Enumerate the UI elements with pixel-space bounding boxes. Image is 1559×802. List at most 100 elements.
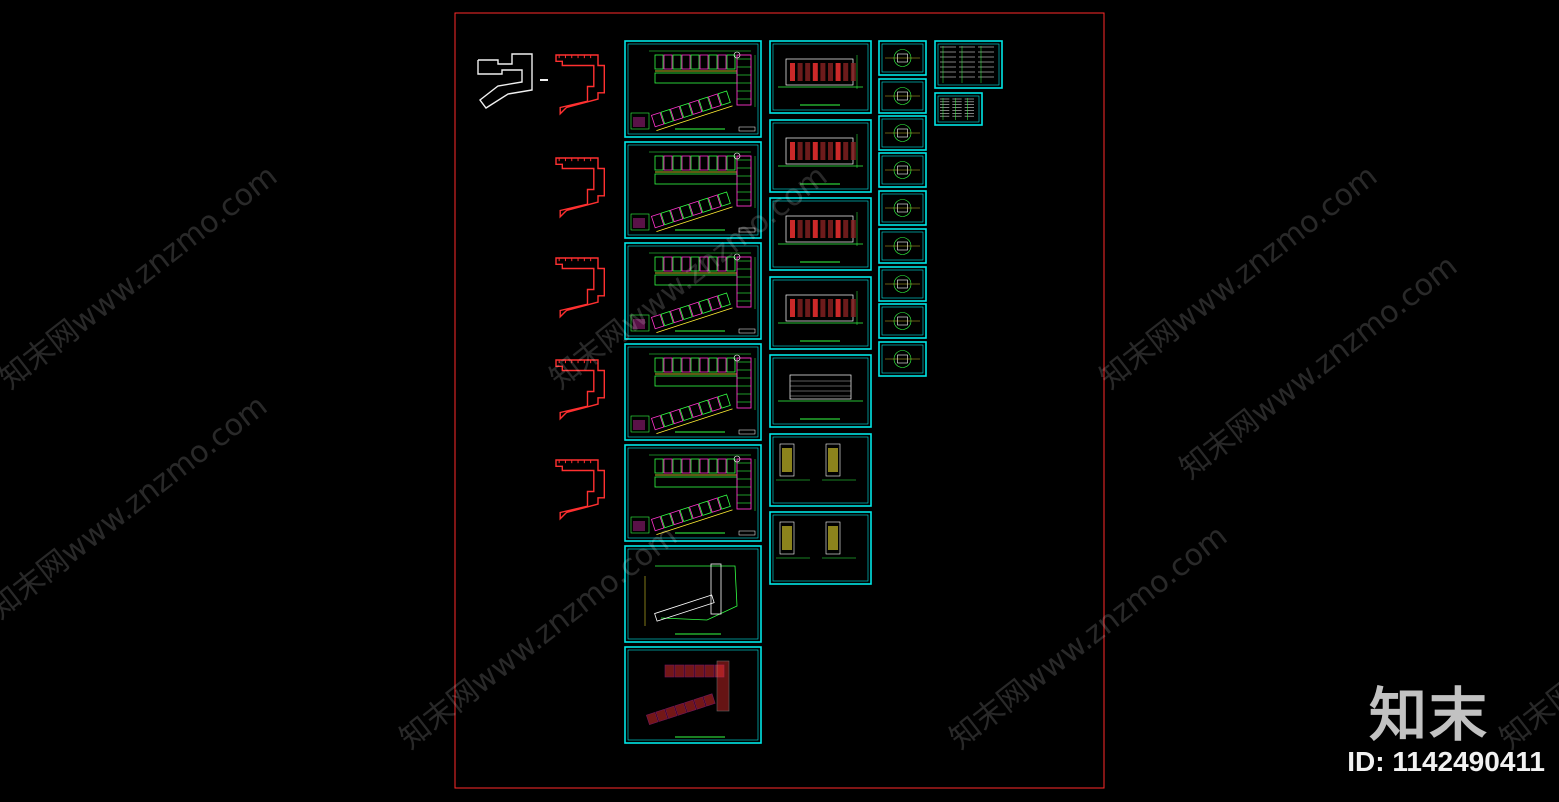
detail-c[interactable] bbox=[878, 115, 927, 151]
window-bay bbox=[835, 299, 841, 317]
detail-a-inner-frame bbox=[881, 43, 924, 73]
detail-d[interactable] bbox=[878, 152, 927, 188]
room bbox=[679, 203, 693, 220]
north-arrow bbox=[733, 354, 741, 362]
window-bay bbox=[797, 220, 803, 238]
floor-plan-2[interactable] bbox=[624, 141, 762, 239]
roof-bay bbox=[704, 664, 715, 678]
detail-a[interactable] bbox=[878, 40, 927, 76]
room bbox=[717, 256, 727, 272]
room bbox=[708, 295, 722, 311]
floor-plan-5-content bbox=[630, 454, 756, 536]
room bbox=[690, 54, 700, 70]
title-block bbox=[738, 227, 756, 233]
detail-g-inner-frame bbox=[881, 269, 924, 299]
room bbox=[690, 155, 700, 171]
room bbox=[681, 256, 691, 272]
room bbox=[663, 155, 673, 171]
window-bay bbox=[820, 142, 826, 160]
north-arrow bbox=[733, 51, 741, 59]
detail-h[interactable] bbox=[878, 303, 927, 339]
detail-i[interactable] bbox=[878, 341, 927, 377]
key-plan-fill bbox=[633, 117, 645, 127]
table-1-content bbox=[940, 46, 994, 83]
room bbox=[650, 516, 665, 532]
detail-c-content bbox=[885, 124, 920, 142]
room bbox=[654, 155, 664, 171]
floor-plan-sheets bbox=[624, 40, 762, 744]
key-plan bbox=[630, 314, 650, 332]
detail-i-content bbox=[885, 350, 920, 368]
elevation-2[interactable] bbox=[769, 119, 872, 193]
elevation-3-content bbox=[778, 212, 863, 263]
window-bay bbox=[828, 63, 833, 81]
building-outline-group bbox=[477, 53, 605, 521]
elevation-sheets bbox=[769, 40, 872, 585]
room bbox=[690, 357, 700, 373]
floor-plan-3-frame bbox=[624, 242, 762, 340]
section-1[interactable] bbox=[769, 354, 872, 428]
floor-plan-4-frame bbox=[624, 343, 762, 441]
table-2-frame bbox=[934, 92, 983, 126]
floor-plan-4[interactable] bbox=[624, 343, 762, 441]
room bbox=[672, 54, 682, 70]
window-bay bbox=[812, 220, 818, 238]
title-block bbox=[738, 429, 756, 435]
room bbox=[654, 458, 664, 474]
elevation-3[interactable] bbox=[769, 197, 872, 271]
elevation-2-inner-frame bbox=[772, 122, 869, 190]
elevation-1[interactable] bbox=[769, 40, 872, 114]
floor-outline-2-line bbox=[555, 157, 605, 219]
detail-g[interactable] bbox=[878, 266, 927, 302]
detail-e[interactable] bbox=[878, 190, 927, 226]
floor-plan-2-content bbox=[630, 151, 756, 233]
diagonal-wing bbox=[650, 393, 733, 434]
elevation-4[interactable] bbox=[769, 276, 872, 350]
table-2[interactable] bbox=[934, 92, 983, 126]
floor-plan-5[interactable] bbox=[624, 444, 762, 542]
room bbox=[717, 458, 727, 474]
site-plan[interactable] bbox=[624, 545, 762, 643]
roof-bay bbox=[655, 708, 668, 722]
floor-plan-3[interactable] bbox=[624, 242, 762, 340]
site-plan-content bbox=[644, 563, 738, 635]
detail-b[interactable] bbox=[878, 78, 927, 114]
room bbox=[650, 314, 665, 330]
roof-plan[interactable] bbox=[624, 646, 762, 744]
table-1[interactable] bbox=[934, 40, 1003, 89]
window-bay bbox=[850, 299, 856, 317]
site-plan-inner-frame bbox=[627, 548, 759, 640]
room bbox=[699, 54, 709, 70]
detail-h-inner-frame bbox=[881, 306, 924, 336]
room bbox=[717, 155, 727, 171]
detail-f[interactable] bbox=[878, 228, 927, 264]
room bbox=[699, 357, 709, 373]
detail-1[interactable] bbox=[769, 511, 872, 585]
detail-d-inner-frame bbox=[881, 155, 924, 185]
title-block bbox=[738, 530, 756, 536]
key-plan bbox=[630, 213, 650, 231]
room bbox=[663, 458, 673, 474]
room bbox=[681, 54, 691, 70]
stair-block bbox=[736, 256, 752, 308]
window-bay bbox=[790, 299, 795, 317]
room bbox=[689, 99, 703, 115]
floor-plan-2-frame bbox=[624, 141, 762, 239]
window-bay bbox=[790, 142, 795, 160]
detail-c-inner-frame bbox=[881, 118, 924, 148]
roof-bay bbox=[674, 664, 685, 678]
floor-plan-1[interactable] bbox=[624, 40, 762, 138]
section-1-content bbox=[778, 374, 863, 420]
room bbox=[672, 155, 682, 171]
detail-b-inner-frame bbox=[881, 81, 924, 111]
section-2[interactable] bbox=[769, 433, 872, 507]
detail-fill bbox=[828, 448, 838, 472]
window-bay bbox=[805, 142, 811, 160]
room bbox=[679, 405, 693, 422]
window-bay bbox=[805, 63, 811, 81]
room bbox=[650, 112, 665, 128]
asset-id-label: ID: 1142490411 bbox=[1347, 746, 1545, 777]
elevation-1-inner-frame bbox=[772, 43, 869, 111]
room bbox=[717, 90, 731, 106]
